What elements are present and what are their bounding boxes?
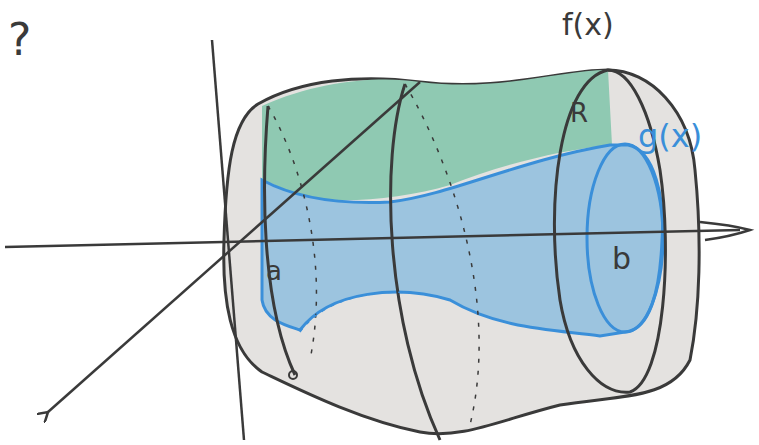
point [289, 371, 297, 379]
x-axis-head [700, 222, 750, 240]
bound-label: a [266, 258, 282, 284]
function-label: f(x) [562, 10, 614, 40]
z-axis [48, 82, 420, 412]
question-mark: ? [8, 18, 31, 62]
region-label: R [570, 100, 588, 126]
function-label: g(x) [638, 120, 702, 152]
outer-solid [224, 70, 699, 434]
slice-a [265, 106, 295, 375]
inner-back [300, 292, 450, 332]
slice-b [554, 70, 665, 392]
bound-label: b [612, 244, 631, 274]
y-axis [212, 40, 244, 440]
slice-mid-back [405, 84, 479, 425]
inner-end-ellipse [587, 144, 663, 332]
